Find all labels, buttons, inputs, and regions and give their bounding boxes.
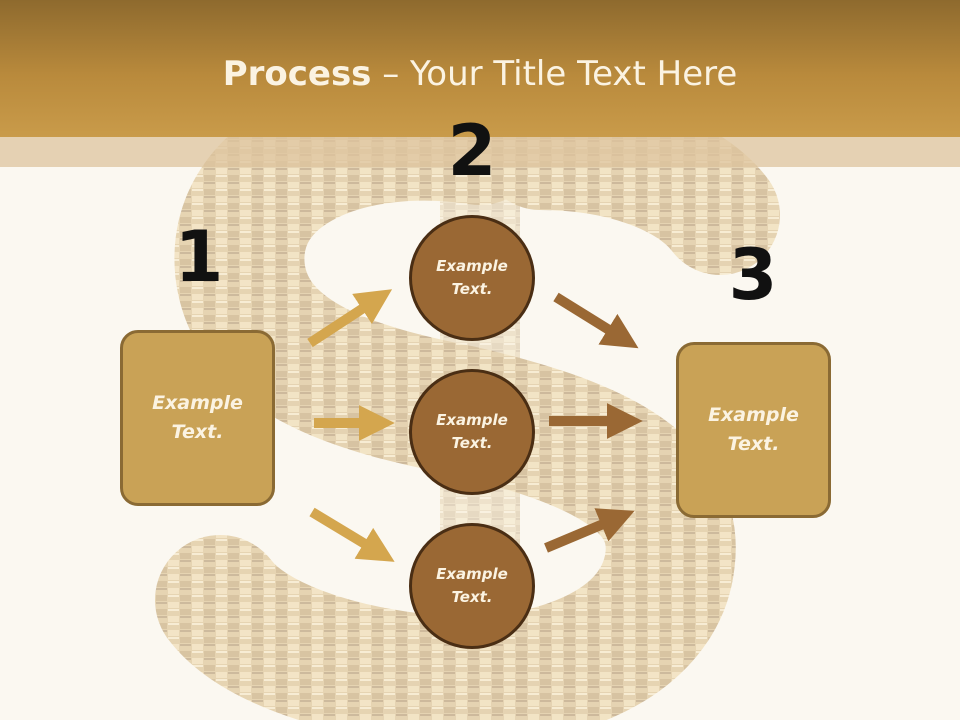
arrow-bottom-to-right — [544, 508, 635, 553]
step-number-2: 2 — [447, 110, 497, 192]
step-3-text: Example Text. — [708, 404, 799, 455]
step-number-3: 3 — [728, 234, 778, 316]
step-number-1: 1 — [174, 216, 224, 298]
arrow-left-to-bottom — [309, 507, 395, 562]
arrow-top-to-right — [553, 292, 639, 349]
step-2-circle-bottom[interactable]: Example Text. — [409, 523, 535, 649]
title-banner — [0, 0, 960, 137]
arrow-left-to-top — [307, 289, 393, 348]
page-title: Process – Your Title Text Here — [0, 52, 960, 96]
circle-middle-text: Example Text. — [436, 411, 508, 452]
title-bold: Process — [222, 54, 372, 94]
step-1-text: Example Text. — [152, 392, 243, 443]
step-2-circle-top[interactable]: Example Text. — [409, 215, 535, 341]
step-1-box[interactable]: Example Text. — [120, 330, 275, 506]
step-2-circle-middle[interactable]: Example Text. — [409, 369, 535, 495]
circle-top-text: Example Text. — [436, 257, 508, 298]
step-3-box[interactable]: Example Text. — [676, 342, 831, 518]
title-banner-strip — [0, 137, 960, 167]
title-rest: – Your Title Text Here — [371, 54, 738, 94]
circle-bottom-text: Example Text. — [436, 565, 508, 606]
